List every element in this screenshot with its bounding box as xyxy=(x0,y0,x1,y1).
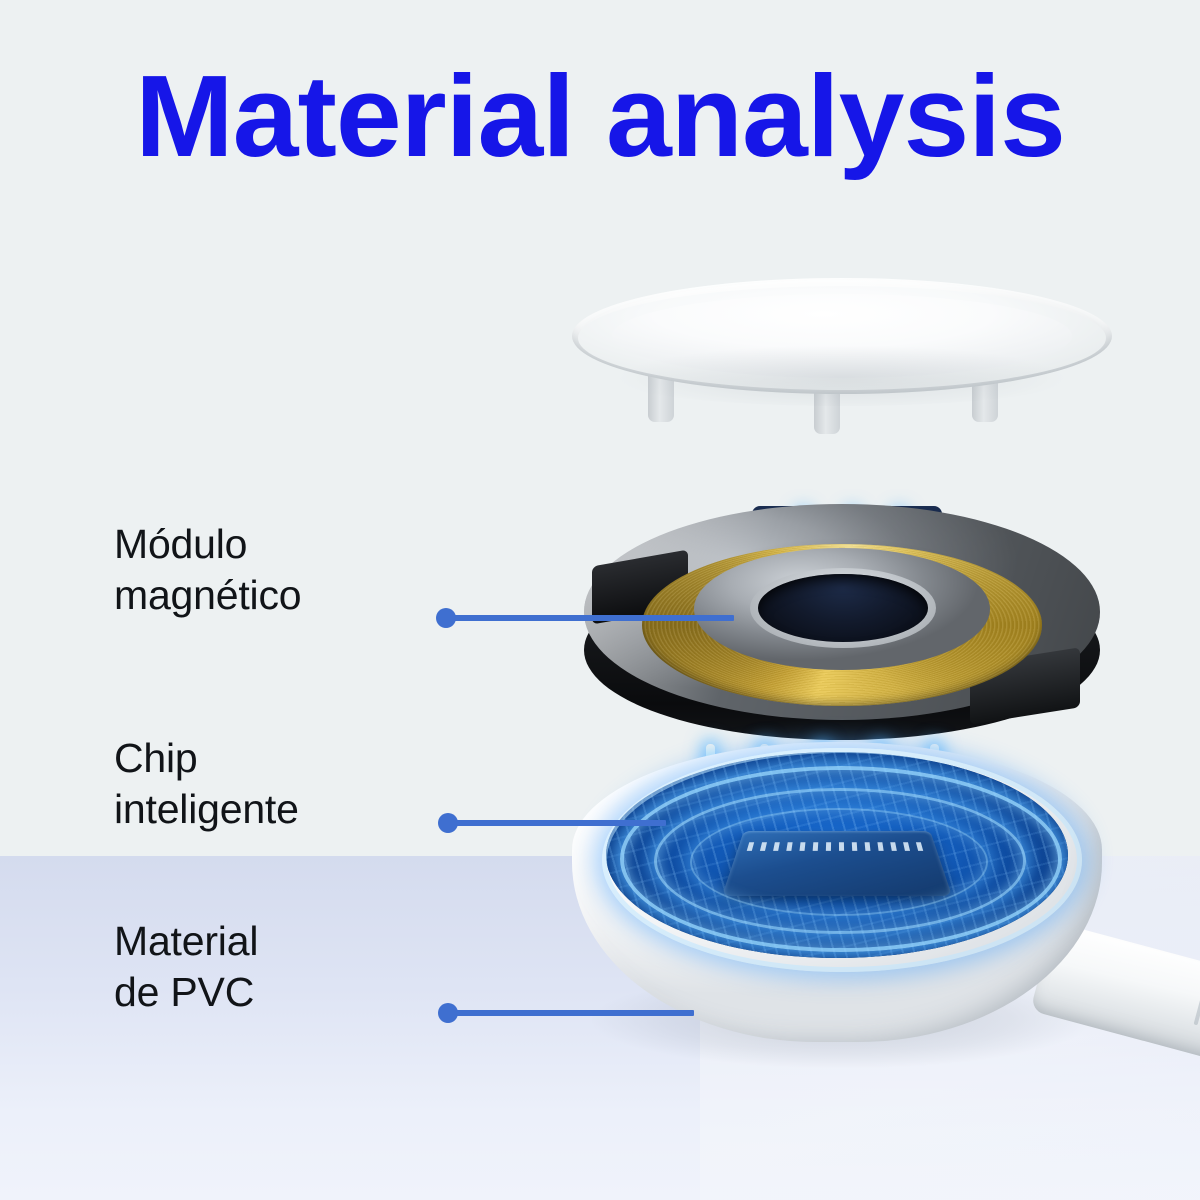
callout-label-magnetic-module: Módulo magnético xyxy=(114,521,302,618)
callout-leader-smart-chip xyxy=(438,813,668,833)
callout-label-smart-chip: Chip inteligente xyxy=(114,735,299,832)
chip-cavity-rim-glow xyxy=(602,748,1082,972)
cap-inner-shadow xyxy=(582,332,1102,406)
leader-line xyxy=(448,820,666,826)
cap-inner-surface xyxy=(612,294,1072,378)
leader-dot xyxy=(438,1003,458,1023)
cap-disc xyxy=(572,278,1112,406)
leader-line xyxy=(448,1010,694,1016)
callout-leader-magnetic-module xyxy=(436,608,736,628)
leader-dot xyxy=(438,813,458,833)
callout-label-pvc-material: Material de PVC xyxy=(114,918,259,1015)
leader-dot xyxy=(436,608,456,628)
magnet-center-hole xyxy=(758,574,928,642)
pvc-base-part xyxy=(572,742,1200,1076)
magnetic-module-part xyxy=(584,498,1100,788)
page-title: Material analysis xyxy=(135,51,1066,181)
leader-line xyxy=(446,615,734,621)
callout-leader-pvc-material xyxy=(438,1003,696,1023)
top-cover-part xyxy=(572,278,1112,463)
